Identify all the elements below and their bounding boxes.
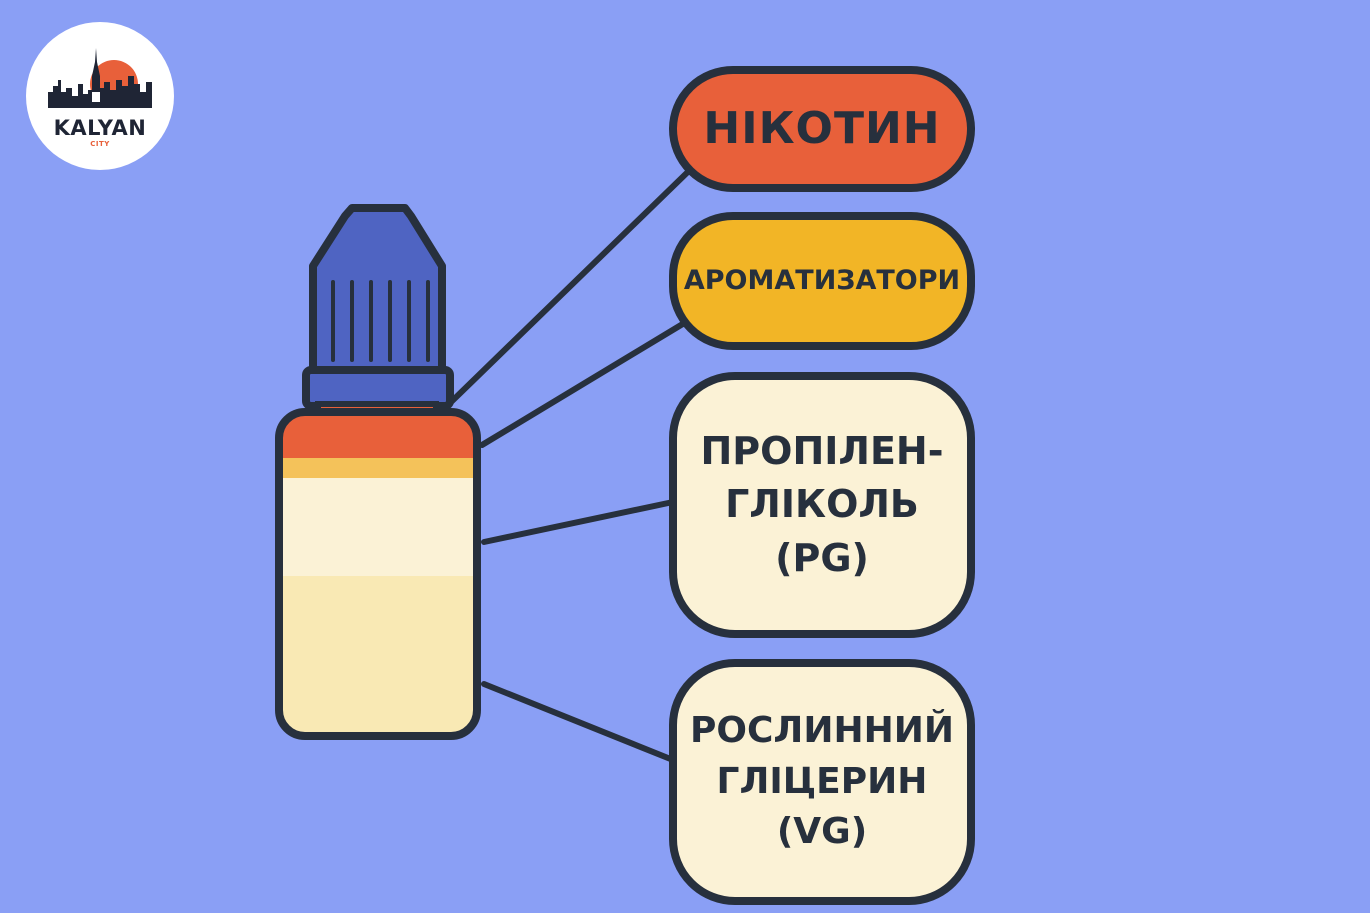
kalyan-city-logo: KALYAN CITY bbox=[26, 22, 174, 170]
label-pg-shape bbox=[669, 372, 975, 638]
label-pg-text: ПРОПІЛЕН- ГЛІКОЛЬ (PG) bbox=[700, 429, 944, 580]
layer-vg bbox=[279, 576, 477, 736]
cap-collar bbox=[302, 366, 454, 410]
cap-ribs bbox=[331, 280, 430, 362]
layer-flavorings bbox=[279, 458, 477, 478]
logo-subtitle: CITY bbox=[90, 140, 110, 148]
label-pg: ПРОПІЛЕН- ГЛІКОЛЬ (PG) bbox=[673, 376, 971, 634]
connector-pg bbox=[481, 499, 676, 545]
label-vg-shape bbox=[669, 659, 975, 905]
label-nicotine: НІКОТИН bbox=[673, 70, 971, 188]
label-flavorings: АРОМАТИЗАТОРИ bbox=[673, 216, 971, 346]
connector-vg bbox=[481, 681, 676, 763]
label-vg-text: РОСЛИННИЙ ГЛІЦЕРИН (VG) bbox=[690, 710, 954, 853]
logo-name: KALYAN bbox=[53, 116, 147, 140]
label-shapes bbox=[669, 66, 975, 905]
connector-nicotine bbox=[445, 162, 698, 408]
label-nicotine-text: НІКОТИН bbox=[703, 102, 941, 154]
e-liquid-bottle bbox=[275, 204, 481, 740]
city-skyline-icon bbox=[48, 48, 152, 108]
connector-flavorings bbox=[479, 319, 689, 448]
layer-pg bbox=[279, 478, 477, 576]
label-vg: РОСЛИННИЙ ГЛІЦЕРИН (VG) bbox=[673, 663, 971, 901]
label-nicotine-shape bbox=[669, 66, 975, 192]
connector-lines bbox=[445, 162, 698, 763]
label-flavorings-shape bbox=[669, 212, 975, 350]
bottle-body-outline bbox=[275, 408, 481, 740]
layer-nicotine bbox=[279, 412, 477, 458]
label-flavorings-text: АРОМАТИЗАТОРИ bbox=[683, 264, 961, 296]
